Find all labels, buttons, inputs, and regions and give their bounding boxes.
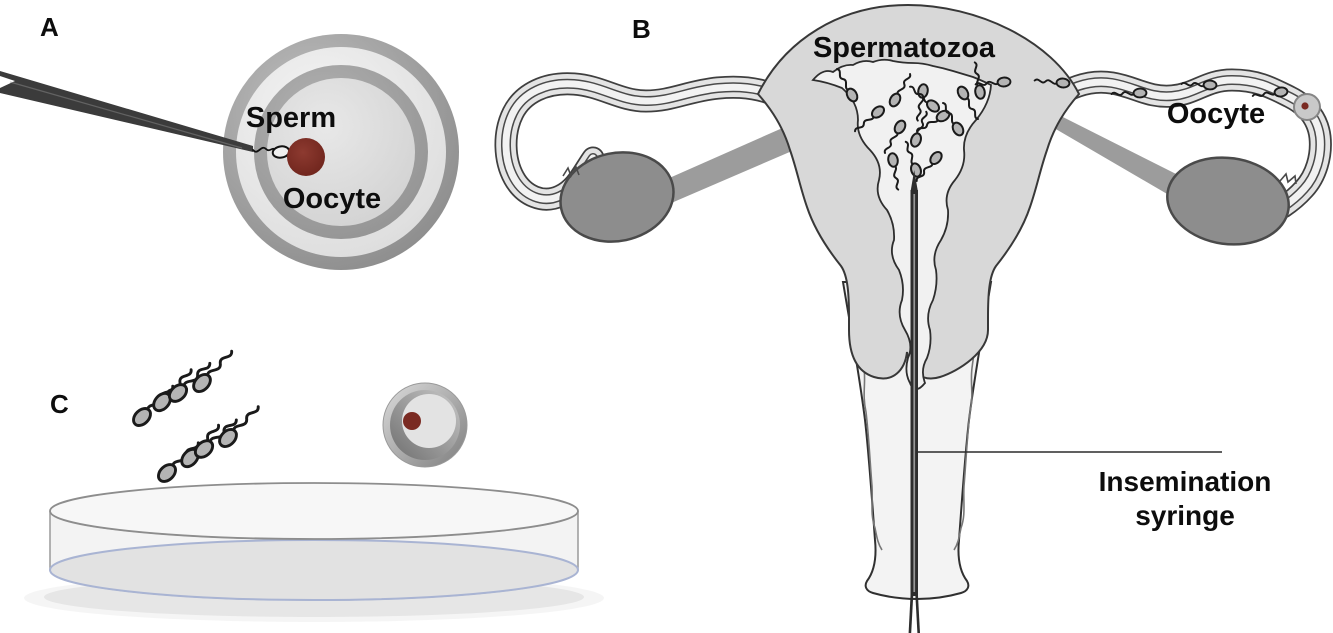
panel-a-icsi: Sperm Oocyte A: [0, 12, 459, 270]
svg-text:Insemination: Insemination: [1099, 466, 1272, 497]
panel-b-insemination: Spermatozoa Oocyte Insemination syringe …: [506, 3, 1321, 633]
panel-c-ivf: C: [24, 345, 604, 622]
injection-pipette: [0, 71, 253, 152]
uterine-cavity: [811, 58, 992, 390]
ovary-left: [559, 151, 675, 243]
oocyte-nucleus: [287, 138, 325, 176]
insemination-syringe: [908, 170, 920, 633]
panel-letter-c: C: [50, 389, 69, 419]
spermatozoa-label: Spermatozoa: [813, 32, 996, 64]
oocyte-cell-c: [382, 382, 468, 468]
oocyte-label-a: Oocyte: [283, 183, 381, 215]
sperm-icon: [252, 145, 291, 159]
oocyte-nucleus: [403, 412, 421, 430]
oocyte-cytoplasm: [267, 78, 415, 226]
fimbriae-right: [1279, 172, 1297, 185]
ovarian-ligament-left: [649, 126, 799, 207]
ovarian-ligament-right: [1041, 106, 1196, 205]
ovary-right: [1166, 156, 1290, 246]
petri-dish-bottom-rim: [49, 539, 579, 601]
fimbriae-left: [562, 165, 580, 178]
insemination-syringe-label: Insemination syringe: [1099, 466, 1272, 531]
sperm-label: Sperm: [246, 102, 336, 134]
ovulated-oocyte: [1293, 93, 1321, 121]
pipette-highlight: [9, 81, 243, 149]
petri-dish-top-rim: [49, 482, 579, 540]
panel-letter-b: B: [632, 14, 651, 44]
petri-dish: [49, 482, 579, 601]
sperm-tail: [252, 146, 277, 153]
sperm-icon: [214, 400, 265, 452]
oocyte-label-b: Oocyte: [1167, 98, 1265, 130]
svg-text:syringe: syringe: [1135, 500, 1235, 531]
sperm-group-c: [128, 345, 265, 487]
panel-letter-a: A: [40, 12, 59, 42]
oocyte-nucleus: [1301, 102, 1309, 110]
oocyte-cell: [223, 34, 459, 270]
